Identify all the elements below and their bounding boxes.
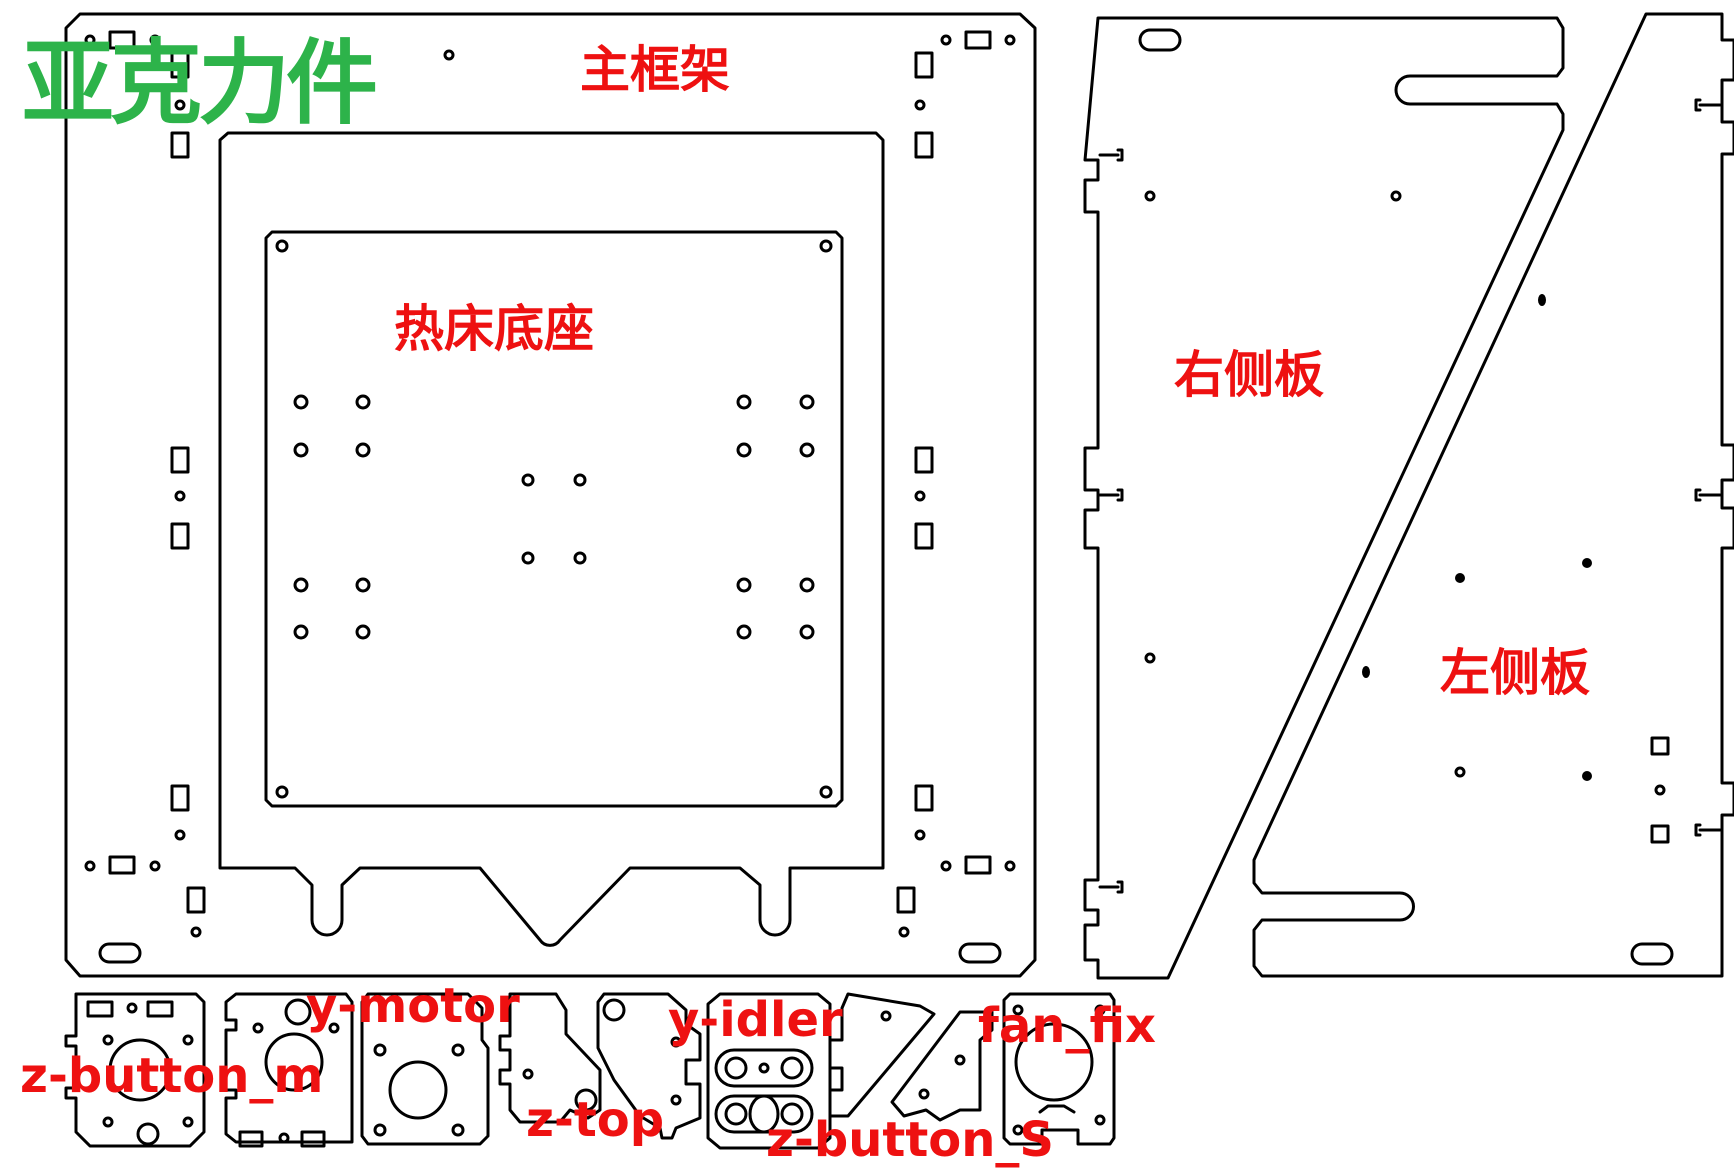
heatbed-base-label: 热床底座	[394, 300, 594, 358]
main-frame-label: 主框架	[580, 41, 730, 99]
z-button-m-part	[64, 992, 206, 1148]
heatbed-base-part	[264, 230, 844, 808]
y-motor-part	[360, 992, 490, 1146]
right-side-panel-part	[1083, 16, 1565, 980]
y-motor-label: y-motor	[306, 978, 520, 1034]
fan-fix-label: fan_fix	[978, 998, 1156, 1054]
y-idler-part	[706, 992, 832, 1150]
z-button-m-second-part	[224, 992, 354, 1148]
left-side-panel-part	[1252, 12, 1734, 978]
drawing-title: 亚克力件	[22, 30, 378, 137]
z-top-second-part	[596, 992, 702, 1140]
z-button-s-label: z-button_S	[766, 1112, 1054, 1168]
z-top-part	[498, 992, 602, 1124]
fan-fix-part	[1002, 992, 1116, 1146]
left-side-panel-label: 左侧板	[1440, 644, 1590, 702]
right-side-panel-label: 右侧板	[1174, 346, 1324, 404]
z-top-label: z-top	[526, 1092, 665, 1148]
y-idler-label: y-idler	[668, 992, 843, 1048]
z-button-m-label: z-button_m	[20, 1048, 324, 1104]
main-frame-part	[64, 12, 1037, 978]
z-button-s-second-part	[890, 1010, 994, 1122]
z-button-s-part	[828, 992, 936, 1118]
